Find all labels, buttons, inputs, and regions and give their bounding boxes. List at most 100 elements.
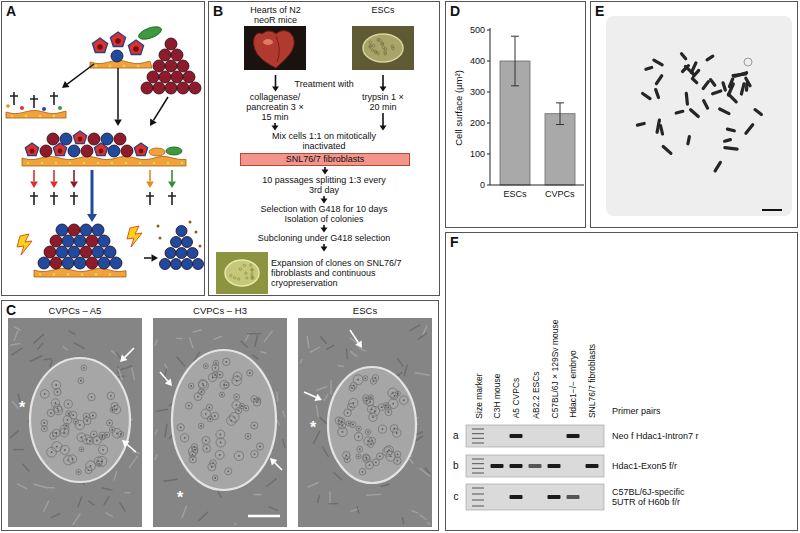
- cell-nucleolus: [215, 362, 217, 364]
- stem-cell: [121, 145, 133, 157]
- process-step: collagenase/ pancreatin 3 × 15 min: [245, 92, 305, 122]
- cell-nucleolus: [205, 413, 207, 415]
- step-text: Mix cells 1:1 on mitotically inactivated: [250, 131, 398, 151]
- step-heading: Treatment with: [295, 79, 354, 89]
- fibroblast-streak: [410, 325, 421, 331]
- gel-strip: [466, 484, 604, 510]
- cell-nucleolus: [220, 434, 222, 436]
- cell-nucleolus: [227, 470, 229, 472]
- cell-nucleolus: [358, 456, 360, 458]
- step-text: collagenase/ pancreatin 3 × 15 min: [245, 92, 305, 122]
- colony-cell: [107, 420, 113, 426]
- fibroblast-nucleus: [53, 273, 56, 276]
- progenitor-cell: [25, 143, 38, 156]
- fibroblast-streak: [329, 491, 331, 505]
- cell-nucleolus: [381, 406, 383, 408]
- stem-cell: [92, 246, 104, 258]
- colony-cell: [81, 365, 87, 371]
- cell-nucleolus: [91, 396, 93, 398]
- colony-cell: [350, 382, 357, 389]
- colony-cell: [96, 461, 102, 467]
- colony-cell: [90, 412, 97, 419]
- fibroblast-streak: [17, 484, 27, 489]
- colony-cell: [227, 416, 237, 426]
- progenitor-cell: [134, 143, 147, 156]
- cell-nucleolus: [245, 407, 247, 409]
- chromosome: [656, 90, 659, 98]
- colony-cell: [383, 403, 388, 408]
- colony-cell: [198, 423, 203, 428]
- clone-cell: [251, 269, 253, 271]
- arrow-head: [150, 119, 157, 127]
- photo-panel: Hearts of N2 neoR mice: [228, 4, 323, 74]
- arrow-head: [272, 126, 279, 131]
- fibroblast-cell: [149, 148, 165, 156]
- fibroblast-streak: [320, 417, 328, 424]
- arrow-shaft: [73, 170, 75, 181]
- asterisk-marker: *: [177, 490, 183, 506]
- fibroblast-streak: [260, 352, 267, 354]
- fibroblast-streak: [114, 471, 117, 481]
- chromosome: [741, 84, 744, 94]
- photo-ground: [298, 318, 432, 527]
- fibroblast-streak: [116, 352, 122, 359]
- dna-band: [510, 434, 523, 438]
- stem-cell: [50, 235, 62, 247]
- debris: [58, 106, 62, 110]
- arrow-head: [321, 247, 328, 252]
- colony-cell: [256, 443, 263, 450]
- cell-nucleolus: [79, 424, 81, 426]
- colony-cell: [192, 447, 198, 453]
- cell-nucleolus: [214, 374, 216, 376]
- photo-ground: [8, 318, 142, 527]
- cell-nucleolus: [80, 380, 82, 382]
- chromosome: [691, 110, 699, 117]
- chromosome: [755, 110, 761, 115]
- process-step: Mix cells 1:1 on mitotically inactivated: [250, 131, 398, 151]
- arrow-head: [50, 181, 58, 188]
- colony-cell: [350, 422, 356, 428]
- cell-death-cross: [30, 192, 38, 205]
- cell-nucleus: [97, 44, 103, 50]
- cell-colony: [30, 358, 130, 482]
- lightning-bolt: [127, 226, 142, 247]
- fibroblast-streak: [132, 452, 140, 454]
- cell-nucleolus: [44, 428, 46, 430]
- cell-nucleolus: [80, 436, 82, 438]
- stem-cell: [165, 82, 177, 94]
- fibroblast-streak: [120, 366, 132, 370]
- scale-bar: [762, 209, 782, 211]
- colony-cell: [346, 421, 351, 426]
- colony-cell: [247, 370, 253, 376]
- phase-contrast-photo: [298, 318, 432, 527]
- step-text: trypsin 1 × 20 min: [360, 92, 406, 112]
- stem-cell: [47, 133, 59, 145]
- colony-cell: [66, 411, 72, 417]
- stem-cell: [98, 235, 110, 247]
- stem-cell: [86, 257, 98, 269]
- colony-cell: [357, 446, 363, 452]
- cell-nucleolus: [236, 404, 238, 406]
- fibroblast-streak: [404, 365, 407, 377]
- colony-cell: [185, 402, 192, 409]
- colony-cell: [234, 451, 243, 460]
- cell-death-cross: [168, 192, 176, 205]
- cell-nucleolus: [65, 425, 67, 427]
- arrow-head: [152, 254, 159, 262]
- colony-cell: [377, 453, 384, 460]
- process-step: Expansion of clones on SNL76/7 fibroblas…: [213, 252, 435, 294]
- fibroblast-streak: [30, 356, 43, 362]
- stem-cell: [193, 259, 204, 270]
- chromosome: [729, 94, 737, 102]
- process-step: 10 passages splitting 1:3 every 3rd day: [262, 175, 386, 195]
- cell-nucleolus: [367, 431, 369, 433]
- fibroblast-streak: [165, 424, 167, 438]
- panel-letter: E: [595, 4, 604, 19]
- cell-nucleolus: [209, 418, 211, 420]
- fibroblast-streak: [88, 501, 94, 506]
- x-axis: [490, 185, 584, 186]
- colony-cell: [88, 393, 96, 401]
- fibroblast-streak: [132, 368, 135, 381]
- stem-cell: [86, 235, 98, 247]
- colony-cell: [63, 416, 72, 425]
